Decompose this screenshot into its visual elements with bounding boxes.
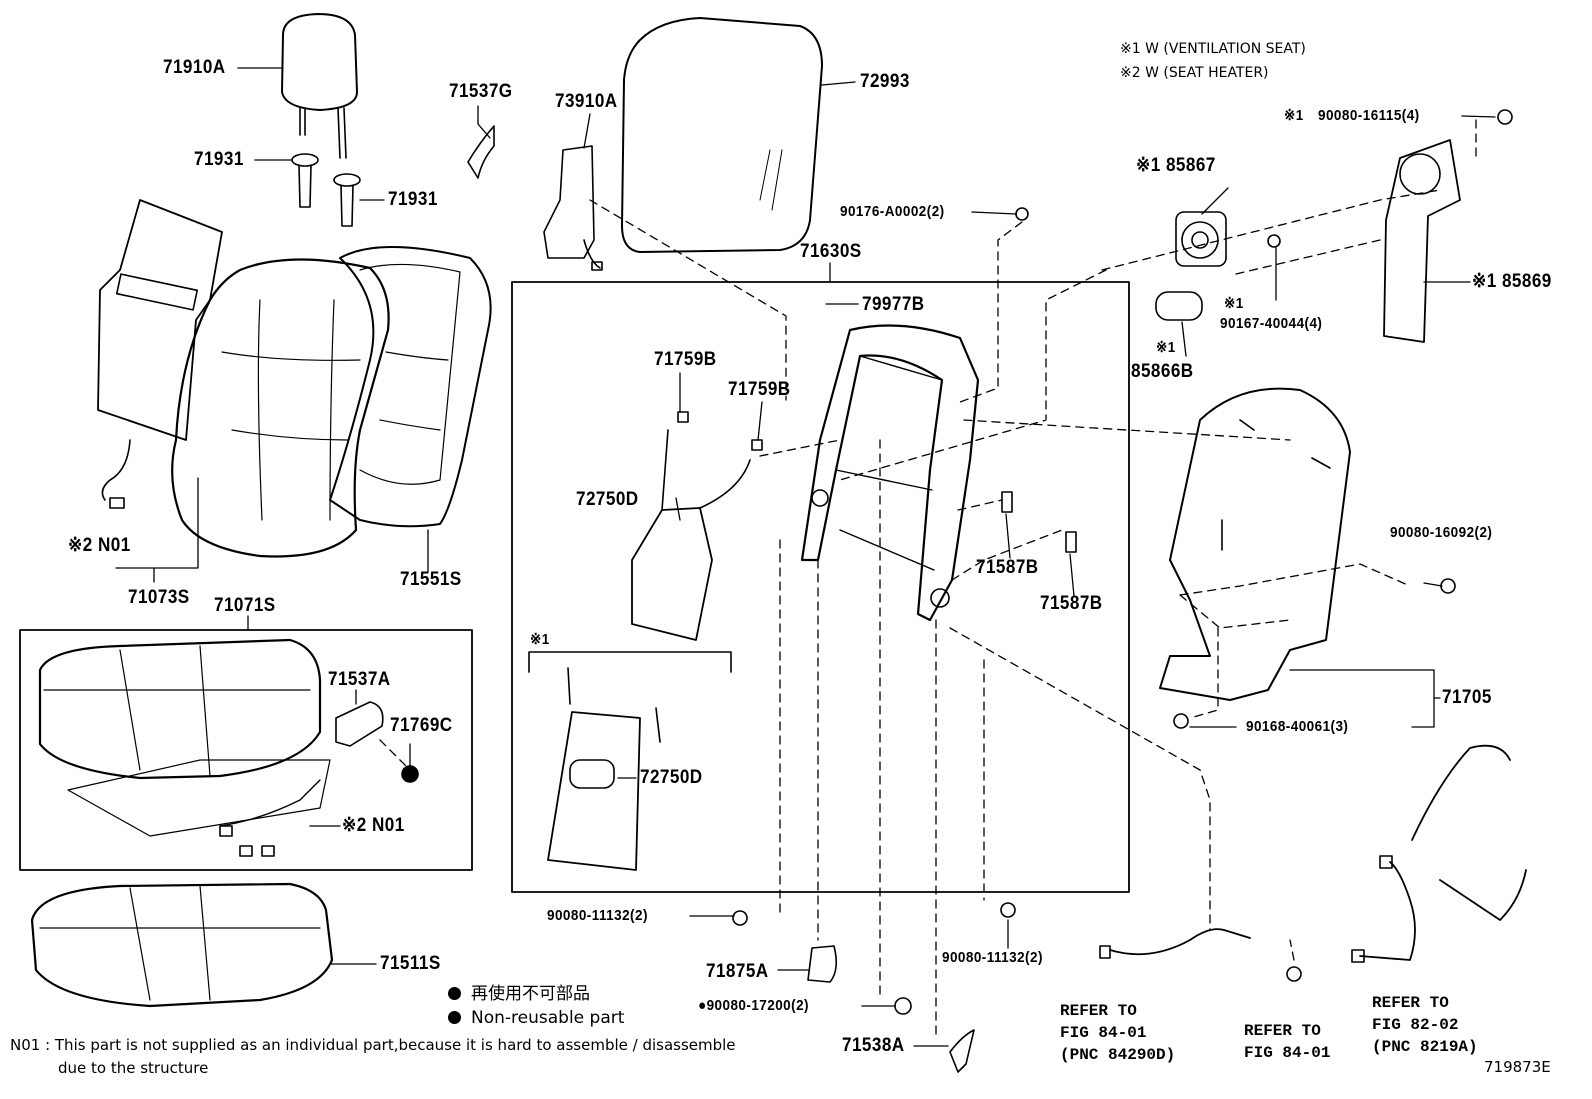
part-90080-16115-label: 90080-16115(4) xyxy=(1318,107,1420,124)
bolt-90080-17200-illustration xyxy=(894,997,912,1015)
part-71931-a-label: 71931 xyxy=(194,149,244,170)
clip-71587B-a-illustration xyxy=(1001,491,1013,513)
part-85866B-mark: ※1 xyxy=(1156,339,1176,356)
part-71537A-label: 71537A xyxy=(328,669,391,690)
part-71587B-b-label: 71587B xyxy=(1040,593,1103,614)
duct-85866B-illustration xyxy=(1155,291,1203,321)
part-71551S-label: 71551S xyxy=(400,569,462,590)
bolt-90080-11132a-illustration xyxy=(732,910,748,926)
ventilation-bracket xyxy=(528,651,732,673)
refer-to-fig-84-01-pnc-84290d: REFER TO FIG 84-01 (PNC 84290D) xyxy=(1060,1002,1176,1064)
part-N01-a-label: ※2 N01 xyxy=(68,535,131,556)
bolt-90080-16115-illustration xyxy=(1497,109,1513,125)
bolt-90167-illustration xyxy=(1267,234,1281,248)
seatback-cover-illustration xyxy=(171,258,390,558)
part-73910A-label: 73910A xyxy=(555,91,618,112)
part-71073S-label: 71073S xyxy=(128,587,190,608)
part-90168-label: 90168-40061(3) xyxy=(1246,718,1349,735)
seat-cushion-pad-illustration xyxy=(30,882,334,1008)
seatback-heater-panel-illustration xyxy=(97,199,223,441)
part-71875A-label: 71875A xyxy=(706,961,769,982)
part-71769C-label: 71769C xyxy=(390,715,453,736)
legend-jp-text: 再使用不可部品 xyxy=(471,984,590,1004)
frame-group-box xyxy=(511,281,1130,893)
part-71910A-label: 71910A xyxy=(163,57,226,78)
part-71538A-label: 71538A xyxy=(842,1035,905,1056)
part-71705-label: 71705 xyxy=(1442,687,1492,708)
fan-85867-illustration xyxy=(1175,211,1227,267)
footer-note-line1: N01 : This part is not supplied as an in… xyxy=(10,1036,736,1054)
clip-71587B-b-illustration xyxy=(1065,531,1077,553)
part-90080-11132-b-label: 90080-11132(2) xyxy=(942,949,1043,966)
note-seat-heater: ※2 W (SEAT HEATER) xyxy=(1120,65,1269,81)
seat-cushion-cover-illustration xyxy=(38,638,322,780)
part-79977B-label: 79977B xyxy=(862,294,925,315)
seatback-pad-illustration xyxy=(329,246,492,528)
part-71587B-a-label: 71587B xyxy=(976,557,1039,578)
dashed-assembly-lines xyxy=(379,119,1477,1041)
headrest-guide-illustration xyxy=(291,153,361,227)
part-85866B-label: 85866B xyxy=(1131,361,1194,382)
note-ventilation-seat: ※1 W (VENTILATION SEAT) xyxy=(1120,41,1306,57)
part-71071S-label: 71071S xyxy=(214,595,276,616)
legend-non-reusable-en: Non-reusable part xyxy=(448,1010,624,1027)
leader-lines xyxy=(115,67,1496,1047)
seat-cushion-group-box xyxy=(19,629,473,871)
part-85867-label: ※1 85867 xyxy=(1136,155,1216,176)
side-bracket-73910A-illustration xyxy=(543,145,595,259)
bolt-90080-11132b-illustration xyxy=(1000,902,1016,918)
non-reusable-dot-icon xyxy=(448,1011,461,1024)
wire-harness-b-illustration xyxy=(1359,744,1527,961)
trim-71538A-illustration xyxy=(949,1029,975,1073)
part-71511S-label: 71511S xyxy=(380,953,441,974)
hook-71875A-illustration xyxy=(807,945,838,983)
trim-71537G-illustration xyxy=(467,125,495,179)
part-90167-label: 90167-40044(4) xyxy=(1220,315,1323,332)
bolt-harness-illustration xyxy=(1286,966,1302,982)
legend-non-reusable-jp: 再使用不可部品 xyxy=(448,986,590,1003)
headrest-illustration xyxy=(281,13,358,159)
part-71630S-label: 71630S xyxy=(800,241,862,262)
back-panel-71705-illustration xyxy=(1159,387,1351,701)
trim-71537A-illustration xyxy=(335,701,384,747)
part-72750D-b-label: 72750D xyxy=(640,767,703,788)
refer-to-fig-82-02-pnc-8219a: REFER TO FIG 82-02 (PNC 8219A) xyxy=(1372,994,1478,1056)
part-72750D-a-label: 72750D xyxy=(576,489,639,510)
cushion-heater-mat-illustration xyxy=(67,759,331,837)
part-85869-label: ※1 85869 xyxy=(1472,271,1552,292)
part-71759B-a-label: 71759B xyxy=(654,349,717,370)
figure-id: 719873E xyxy=(1484,1058,1551,1076)
part-71759B-b-label: 71759B xyxy=(728,379,791,400)
part-90080-17200-label: ●90080-17200(2) xyxy=(698,997,809,1014)
bolt-90176-illustration xyxy=(1015,207,1029,221)
part-N01-b-label: ※2 N01 xyxy=(342,815,405,836)
seatback-frame-illustration xyxy=(800,324,980,622)
part-90080-11132-a-label: 90080-11132(2) xyxy=(547,907,648,924)
duct-85869-illustration xyxy=(1383,139,1461,343)
wire-harness-a-illustration xyxy=(1109,928,1251,956)
part-90167-mark: ※1 xyxy=(1224,295,1244,312)
part-90080-16092-label: 90080-16092(2) xyxy=(1390,524,1493,541)
part-72750D-mark: ※1 xyxy=(530,631,550,648)
part-71931-b-label: 71931 xyxy=(388,189,438,210)
part-90176-label: 90176-A0002(2) xyxy=(840,203,945,220)
footer-note-line2: due to the structure xyxy=(58,1059,209,1077)
part-72993-label: 72993 xyxy=(860,71,910,92)
part-71537G-label: 71537G xyxy=(449,81,513,102)
non-reusable-dot-icon xyxy=(448,987,461,1000)
back-board-72993-illustration xyxy=(621,17,823,253)
ventilation-plate-illustration xyxy=(547,711,641,871)
bolt-90168-illustration xyxy=(1173,713,1189,729)
lumbar-support-illustration xyxy=(631,507,713,641)
bolt-90080-16092-illustration xyxy=(1440,578,1456,594)
refer-to-fig-84-01: REFER TO FIG 84-01 xyxy=(1244,1022,1331,1062)
legend-en-text: Non-reusable part xyxy=(471,1008,625,1028)
part-90080-16115-mark: ※1 xyxy=(1284,107,1304,124)
